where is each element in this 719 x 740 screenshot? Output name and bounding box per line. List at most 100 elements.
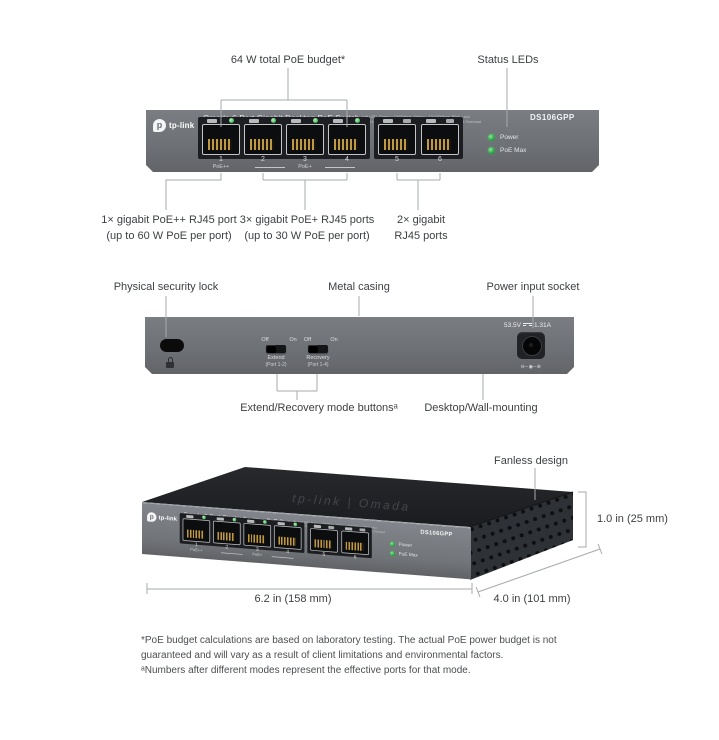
uplink-callout-line2: RJ45 ports xyxy=(394,229,448,242)
dc-power-jack xyxy=(517,332,545,359)
iso-front-panel: p tp-link Omada 6-Port Gigabit Desktop P… xyxy=(142,502,471,580)
uplink-callout-line1: 2× gigabit xyxy=(396,214,445,226)
port-number-4: 4 xyxy=(345,156,349,163)
poe-plus-callout-line xyxy=(262,173,348,210)
port-number-1: 1 xyxy=(219,156,223,163)
footnotes: *PoE budget calculations are based on la… xyxy=(141,633,596,678)
iso-panel-face: p tp-link Omada 6-Port Gigabit Desktop P… xyxy=(142,505,470,575)
logo-letter: p xyxy=(149,512,154,521)
power-led xyxy=(488,134,495,141)
poe-budget-label: 64 W total PoE budget* xyxy=(230,54,346,66)
poe-max-led-label: PoE Max xyxy=(500,146,527,154)
port1-callout-line xyxy=(165,173,222,210)
poe-plus-bracket-right xyxy=(271,555,294,559)
rj45-port-3 xyxy=(243,519,272,551)
fanless-label: Fanless design xyxy=(494,455,568,467)
extend-mode-switch xyxy=(266,345,286,353)
port-number-5: 5 xyxy=(395,156,399,163)
power-rating: 53.5V 1.31A xyxy=(504,322,551,329)
poe-plus-bracket-right xyxy=(325,167,355,168)
power-led xyxy=(389,541,396,547)
mode-buttons-callout-line xyxy=(276,374,318,400)
metal-casing-label: Metal casing xyxy=(328,281,390,293)
toggle2-on-label: On xyxy=(330,337,338,343)
rj45-port-4 xyxy=(273,521,302,553)
uplink-callout: 2× gigabit RJ45 ports xyxy=(361,213,481,244)
logo-letter: p xyxy=(156,120,163,130)
poe-plus-callout-line2: (up to 30 W PoE per port) xyxy=(244,229,370,242)
power-led-label: Power xyxy=(398,541,413,548)
tp-link-logo: p tp-link xyxy=(153,119,194,132)
height-dimension-line xyxy=(578,491,587,548)
poe-pp-marking: PoE++ xyxy=(212,163,230,170)
rj45-port-2 xyxy=(213,516,241,548)
dc-current: 1.31A xyxy=(534,322,551,329)
power-socket-label: Power input socket xyxy=(486,281,580,293)
depth-dimension-label: 4.0 in (101 mm) xyxy=(493,593,571,605)
switch-front-view: p tp-link Omada 6-Port Gigabit Desktop P… xyxy=(146,110,599,172)
polarity-marking: ⊖–◉–⊕ xyxy=(520,364,542,370)
rj45-port-5 xyxy=(378,118,416,159)
fanless-vents xyxy=(470,492,573,580)
port-number-6: 6 xyxy=(353,554,357,560)
port-number-4: 4 xyxy=(286,549,290,555)
lock-icon xyxy=(165,357,175,369)
poe-max-led xyxy=(389,550,396,557)
tp-link-logo: p tp-link xyxy=(147,511,178,524)
power-led-label: Power xyxy=(500,133,519,141)
rj45-port-1 xyxy=(202,118,240,159)
port1-callout-line1: 1× gigabit PoE++ RJ45 port xyxy=(101,214,237,226)
port-number-2: 2 xyxy=(261,156,265,163)
dc-voltage: 53.5V xyxy=(504,322,521,329)
port1-callout: 1× gigabit PoE++ RJ45 port (up to 60 W P… xyxy=(89,213,249,244)
uplink-callout-line xyxy=(396,173,441,210)
recovery-switch-label: Recovery xyxy=(306,354,330,361)
front-panel-face: p tp-link Omada 6-Port Gigabit Desktop P… xyxy=(146,110,599,172)
rj45-port-6 xyxy=(341,526,369,558)
poe-plus-marking: PoE+ xyxy=(252,552,263,558)
poe-plus-callout: 3× gigabit PoE+ RJ45 ports (up to 30 W P… xyxy=(225,213,389,244)
poe-max-led-label: PoE Max xyxy=(398,551,418,558)
port-number-2: 2 xyxy=(225,544,229,551)
poe-plus-bracket-left xyxy=(255,167,285,168)
tp-link-logo-icon: p xyxy=(147,511,157,523)
recovery-mode-switch xyxy=(308,345,328,353)
width-dimension-label: 6.2 in (158 mm) xyxy=(254,593,332,605)
security-lock-label: Physical security lock xyxy=(113,281,219,293)
extend-ports-label: (Port 1-2) xyxy=(265,361,287,368)
height-dimension-label: 1.0 in (25 mm) xyxy=(597,513,668,525)
kensington-lock-slot xyxy=(160,339,184,352)
brand-name: tp-link xyxy=(169,121,195,130)
poe-plus-callout-line1: 3× gigabit PoE+ RJ45 ports xyxy=(239,214,375,226)
model-number: DS106GPP xyxy=(530,113,575,122)
poe-plus-marking: PoE+ xyxy=(298,163,312,170)
toggle1-on-label: On xyxy=(289,337,297,343)
rj45-port-3 xyxy=(286,118,324,159)
rj45-port-5 xyxy=(310,524,338,556)
iso-edge xyxy=(469,491,574,528)
port-number-5: 5 xyxy=(322,552,326,558)
recovery-ports-label: (Port 1-4) xyxy=(307,361,329,368)
depth-dimension-line xyxy=(475,543,603,598)
port1-callout-line2: (up to 60 W PoE per port) xyxy=(106,229,232,242)
port-number-3: 3 xyxy=(303,156,307,163)
switch-back-view: Off On Off On Extend Recovery (Port 1-2)… xyxy=(145,317,574,374)
top-cover-logo: tp-link | Omada xyxy=(292,491,411,514)
brand-name: tp-link xyxy=(158,514,178,523)
footnote-line1: *PoE budget calculations are based on la… xyxy=(141,635,557,646)
toggle2-off-label: Off xyxy=(303,337,312,343)
tp-link-logo-icon: p xyxy=(153,119,166,132)
port-number-6: 6 xyxy=(438,156,442,163)
mounting-label: Desktop/Wall-mounting xyxy=(424,402,538,414)
poe-plus-bracket-left xyxy=(221,552,243,555)
toggle1-off-label: Off xyxy=(261,337,269,343)
footnote-line3: ᵃNumbers after different modes represent… xyxy=(141,665,471,676)
poe-max-led xyxy=(488,147,495,154)
iso-side-face xyxy=(470,492,573,580)
poe-pp-marking: PoE++ xyxy=(190,547,203,553)
model-number: DS106GPP xyxy=(420,528,453,538)
rj45-port-4 xyxy=(328,118,366,159)
rj45-port-6 xyxy=(421,118,459,159)
extend-switch-label: Extend xyxy=(267,354,285,361)
